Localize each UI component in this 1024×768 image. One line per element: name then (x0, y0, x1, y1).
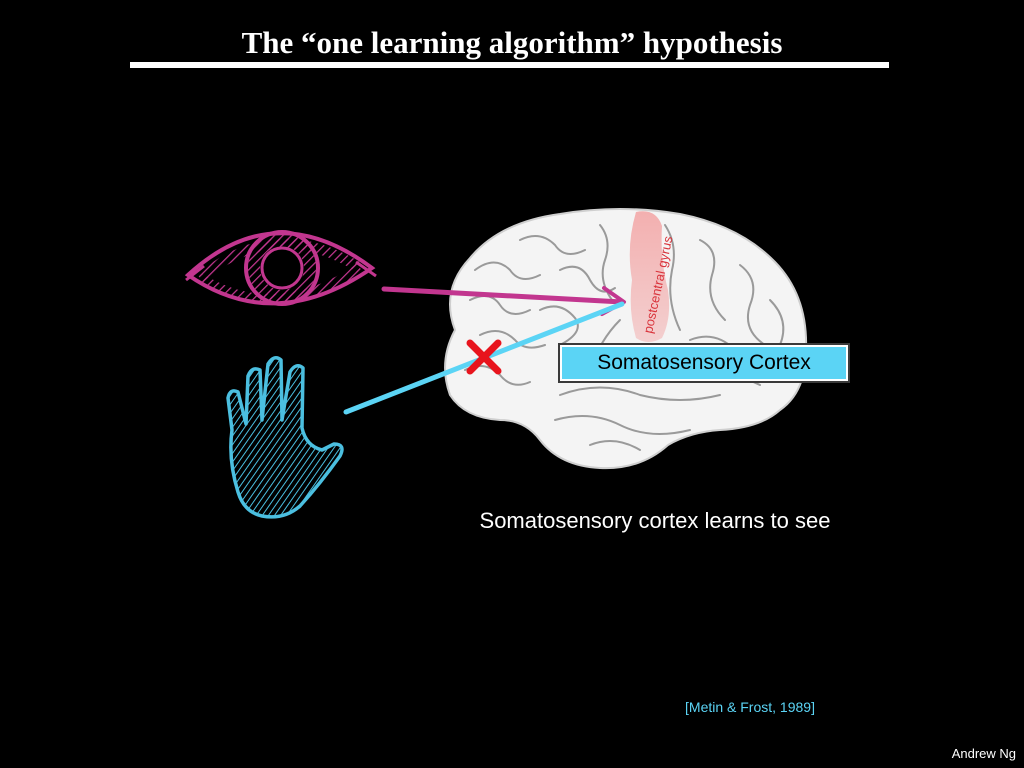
slide-caption: Somatosensory cortex learns to see (479, 508, 831, 533)
somatosensory-cortex-label: Somatosensory Cortex (558, 343, 850, 383)
eye-icon (184, 230, 377, 306)
citation: [Metin & Frost, 1989] (685, 699, 815, 715)
brain-icon: postcentral gyrus (444, 208, 808, 470)
postcentral-gyrus-highlight (629, 211, 670, 342)
author-name: Andrew Ng (951, 746, 1016, 761)
red-x-icon (466, 339, 502, 375)
hand-icon (226, 356, 344, 519)
title-underline (130, 62, 889, 68)
slide-title: The “one learning algorithm” hypothesis (241, 25, 783, 60)
